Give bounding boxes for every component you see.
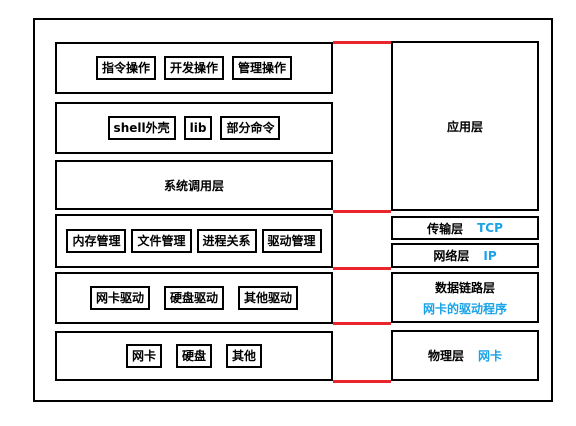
transport-layer: 传输层 TCP bbox=[391, 216, 539, 240]
syscall-label: 系统调用层 bbox=[163, 178, 224, 193]
physical-note: 网卡 bbox=[478, 349, 503, 363]
nic-driver: 网卡驱动 bbox=[89, 286, 150, 310]
datalink-layer-label: 数据链路层 bbox=[434, 280, 495, 295]
memory-mgmt: 内存管理 bbox=[66, 229, 127, 253]
other-hardware: 其他 bbox=[226, 344, 263, 368]
connector-line-datalink-bottom bbox=[333, 322, 391, 325]
network-layer-label: 网络层 bbox=[433, 249, 470, 263]
lib-box: lib bbox=[183, 116, 213, 140]
connector-line-network-bottom bbox=[333, 267, 391, 270]
shell-box: shell外壳 bbox=[107, 116, 176, 140]
nic-hardware: 网卡 bbox=[125, 344, 162, 368]
partial-commands-box: 部分命令 bbox=[220, 116, 281, 140]
hardware-layer: 网卡 硬盘 其他 bbox=[55, 331, 333, 381]
development-ops: 开发操作 bbox=[163, 56, 224, 80]
driver-layer: 网卡驱动 硬盘驱动 其他驱动 bbox=[55, 272, 333, 324]
transport-layer-label: 传输层 bbox=[427, 221, 464, 236]
application-layer: 应用层 bbox=[391, 41, 539, 211]
connector-line-bottom bbox=[333, 380, 391, 383]
datalink-note: 网卡的驱动程序 bbox=[422, 301, 507, 316]
network-protocol: IP bbox=[483, 248, 497, 263]
file-mgmt: 文件管理 bbox=[131, 229, 192, 253]
driver-mgmt: 驱动管理 bbox=[261, 229, 322, 253]
datalink-layer: 数据链路层 网卡的驱动程序 bbox=[391, 272, 539, 323]
disk-hardware: 硬盘 bbox=[175, 344, 212, 368]
physical-layer-label: 物理层 bbox=[427, 349, 464, 363]
operations-layer: 指令操作 开发操作 管理操作 bbox=[55, 42, 333, 94]
process-relations: 进程关系 bbox=[196, 229, 257, 253]
physical-layer: 物理层 网卡 bbox=[391, 330, 539, 381]
kernel-layer: 内存管理 文件管理 进程关系 驱动管理 bbox=[55, 214, 333, 268]
connector-line-top bbox=[333, 41, 391, 44]
connector-line-app-bottom bbox=[333, 210, 391, 213]
transport-protocol: TCP bbox=[477, 221, 503, 235]
syscall-layer: 系统调用层 bbox=[55, 160, 333, 210]
management-ops: 管理操作 bbox=[232, 56, 293, 80]
disk-driver: 硬盘驱动 bbox=[163, 286, 224, 310]
network-layer: 网络层 IP bbox=[391, 243, 539, 268]
instruction-ops: 指令操作 bbox=[95, 56, 156, 80]
other-driver: 其他驱动 bbox=[238, 286, 299, 310]
application-layer-label: 应用层 bbox=[446, 119, 483, 134]
shell-layer: shell外壳 lib 部分命令 bbox=[55, 102, 333, 154]
